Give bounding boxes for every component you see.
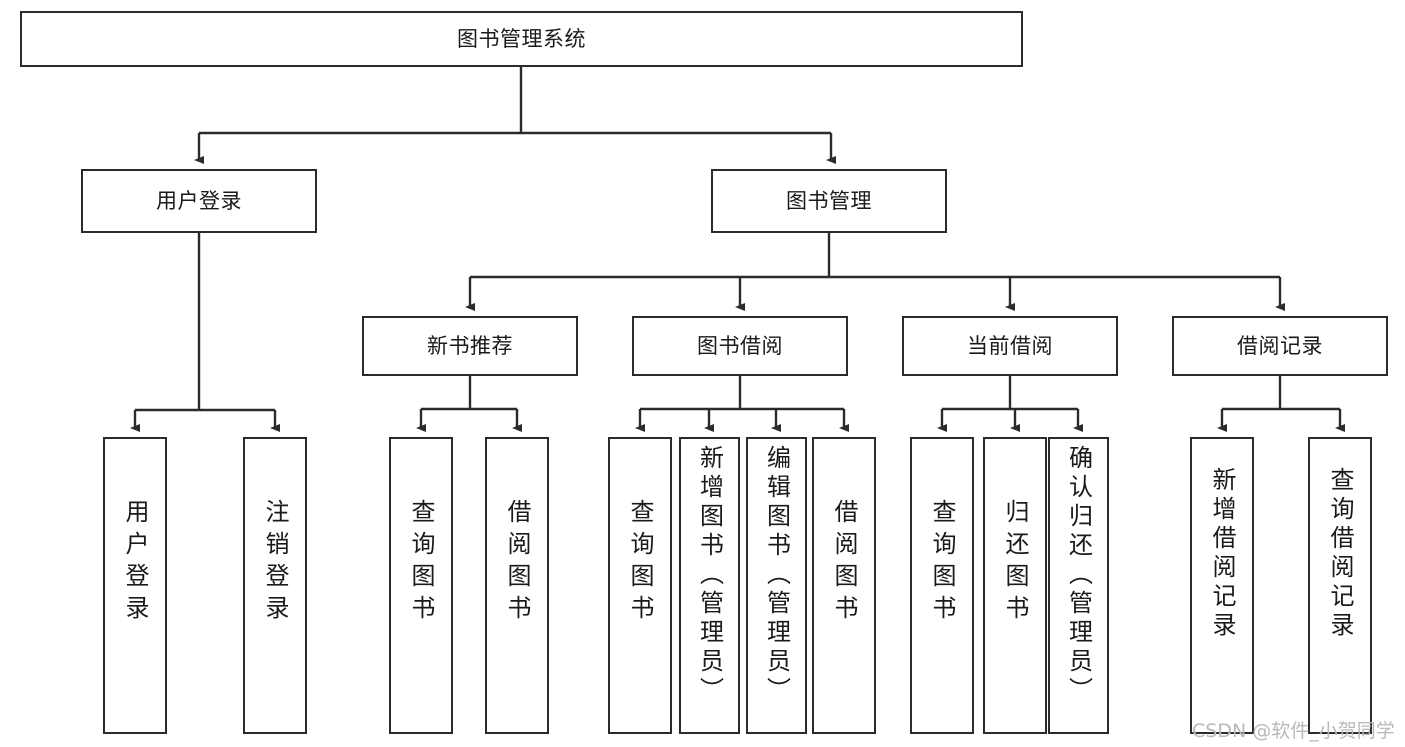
node-leaf-borrow-book-1-label: 借阅图书 xyxy=(503,499,531,627)
node-book-manage[interactable]: 图书管理 xyxy=(711,169,947,233)
node-borrow-record-label: 借阅记录 xyxy=(1237,333,1323,358)
node-leaf-user-login[interactable]: 用户登录 xyxy=(103,437,167,734)
node-leaf-query-record-label: 查询借阅记录 xyxy=(1326,467,1354,641)
node-leaf-query-record[interactable]: 查询借阅记录 xyxy=(1308,437,1372,734)
node-leaf-add-book-label: 新增图书（管理员） xyxy=(695,445,724,706)
node-leaf-add-record[interactable]: 新增借阅记录 xyxy=(1190,437,1254,734)
node-leaf-query-book-2-label: 查询图书 xyxy=(626,499,654,627)
node-current-borrow-label: 当前借阅 xyxy=(967,333,1053,358)
node-leaf-user-logout[interactable]: 注销登录 xyxy=(243,437,307,734)
node-user-login-label: 用户登录 xyxy=(156,188,242,213)
node-leaf-confirm-return-label: 确认归还（管理员） xyxy=(1064,445,1093,706)
node-new-book-rec[interactable]: 新书推荐 xyxy=(362,316,578,376)
node-leaf-edit-book[interactable]: 编辑图书（管理员） xyxy=(746,437,807,734)
node-leaf-return-book-label: 归还图书 xyxy=(1001,499,1029,627)
node-user-login[interactable]: 用户登录 xyxy=(81,169,317,233)
node-leaf-user-login-label: 用户登录 xyxy=(121,499,149,627)
node-new-book-rec-label: 新书推荐 xyxy=(427,333,513,358)
node-leaf-query-book-3[interactable]: 查询图书 xyxy=(910,437,974,734)
node-root[interactable]: 图书管理系统 xyxy=(20,11,1023,67)
node-leaf-return-book[interactable]: 归还图书 xyxy=(983,437,1047,734)
node-root-label: 图书管理系统 xyxy=(457,26,586,51)
node-leaf-user-logout-label: 注销登录 xyxy=(261,499,289,627)
node-leaf-query-book-1[interactable]: 查询图书 xyxy=(389,437,453,734)
node-leaf-query-book-3-label: 查询图书 xyxy=(928,499,956,627)
node-book-borrow[interactable]: 图书借阅 xyxy=(632,316,848,376)
node-book-manage-label: 图书管理 xyxy=(786,188,872,213)
csdn-watermark: CSDN @软件_小贺同学 xyxy=(1192,720,1395,742)
node-current-borrow[interactable]: 当前借阅 xyxy=(902,316,1118,376)
node-leaf-borrow-book-1[interactable]: 借阅图书 xyxy=(485,437,549,734)
node-borrow-record[interactable]: 借阅记录 xyxy=(1172,316,1388,376)
node-leaf-edit-book-label: 编辑图书（管理员） xyxy=(762,445,791,706)
node-leaf-borrow-book-2[interactable]: 借阅图书 xyxy=(812,437,876,734)
node-leaf-query-book-2[interactable]: 查询图书 xyxy=(608,437,672,734)
node-leaf-borrow-book-2-label: 借阅图书 xyxy=(830,499,858,627)
node-leaf-query-book-1-label: 查询图书 xyxy=(407,499,435,627)
node-leaf-add-record-label: 新增借阅记录 xyxy=(1208,467,1236,641)
node-leaf-add-book[interactable]: 新增图书（管理员） xyxy=(679,437,740,734)
node-leaf-confirm-return[interactable]: 确认归还（管理员） xyxy=(1048,437,1109,734)
node-book-borrow-label: 图书借阅 xyxy=(697,333,783,358)
